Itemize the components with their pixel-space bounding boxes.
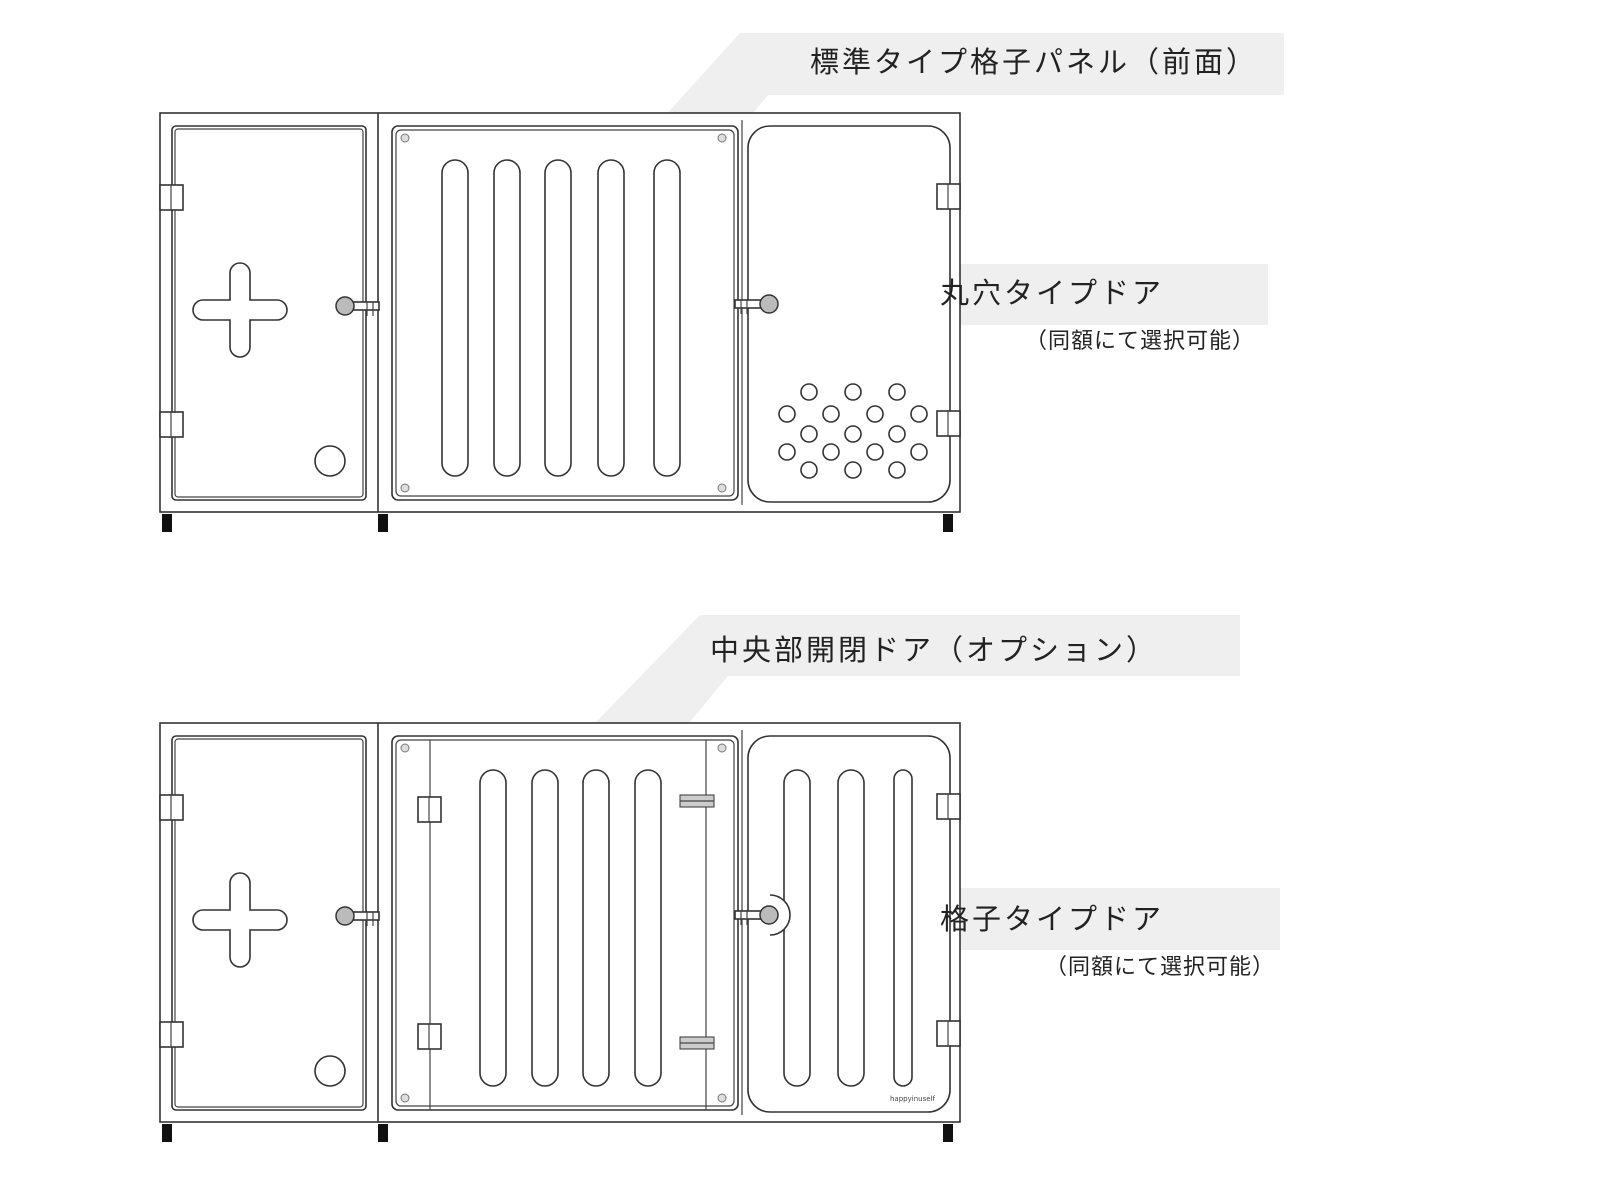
cross-window-icon [192,872,288,968]
vent-hole [844,383,862,401]
vent-hole [866,405,884,423]
screw-icon [717,743,727,753]
door-knob-icon [335,906,355,926]
cage-foot [162,514,172,532]
cage-foot [943,514,953,532]
vent-hole [800,425,818,443]
door-knob-icon [759,294,779,314]
vent-hole [866,443,884,461]
screw-icon [400,1093,410,1103]
vent-hole [844,425,862,443]
vent-hole [910,443,928,461]
cage-foot [943,1124,953,1142]
note-round-hole-door: （同額にて選択可能） [1025,329,1255,354]
vent-hole [822,443,840,461]
slot [479,769,507,1087]
slot [783,769,811,1087]
slot [893,769,913,1087]
cross-window-icon [192,262,288,358]
left-door-inner [174,128,364,498]
left-door-inner [174,738,364,1108]
brand-mark: happyinuself [890,1095,935,1103]
cage-foot [378,1124,388,1142]
door-knob-icon [759,905,779,925]
screw-icon [400,483,410,493]
slot [597,159,625,477]
center-panel [391,735,739,1111]
screw-icon [717,1093,727,1103]
vent-hole [910,405,928,423]
screw-icon [400,133,410,143]
door-knob-icon [335,296,355,316]
vent-hole [822,405,840,423]
knob-cutout [769,894,791,936]
slot [441,159,469,477]
vent-hole [888,425,906,443]
screw-icon [400,743,410,753]
vent-hole [888,461,906,479]
vent-hole [800,383,818,401]
screw-icon [717,483,727,493]
vent-hole [778,443,796,461]
vent-hole [800,461,818,479]
slot [582,769,610,1087]
cage-unit-standard [159,112,961,532]
round-hole [314,445,346,477]
cage-foot [162,1124,172,1142]
label-round-hole-door: 丸穴タイプドア [940,276,1164,310]
label-center-door: 中央部開閉ドア（オプション） [710,633,1158,667]
center-panel-inner [395,129,735,497]
slot [531,769,559,1087]
cage-unit-option [159,722,961,1142]
label-top-panel: 標準タイプ格子パネル（前面） [810,45,1258,79]
label-lattice-door: 格子タイプドア [940,902,1164,936]
round-hole [314,1055,346,1087]
screw-icon [717,133,727,143]
slot [544,159,572,477]
slot [634,769,662,1087]
vent-hole [844,461,862,479]
slot [493,159,521,477]
slot [653,159,681,477]
slot [837,769,865,1087]
note-lattice-door: （同額にて選択可能） [1045,955,1275,980]
right-door [747,125,951,503]
vent-hole [778,405,796,423]
cage-foot [378,514,388,532]
vent-hole [888,383,906,401]
center-panel-inner [395,739,735,1107]
